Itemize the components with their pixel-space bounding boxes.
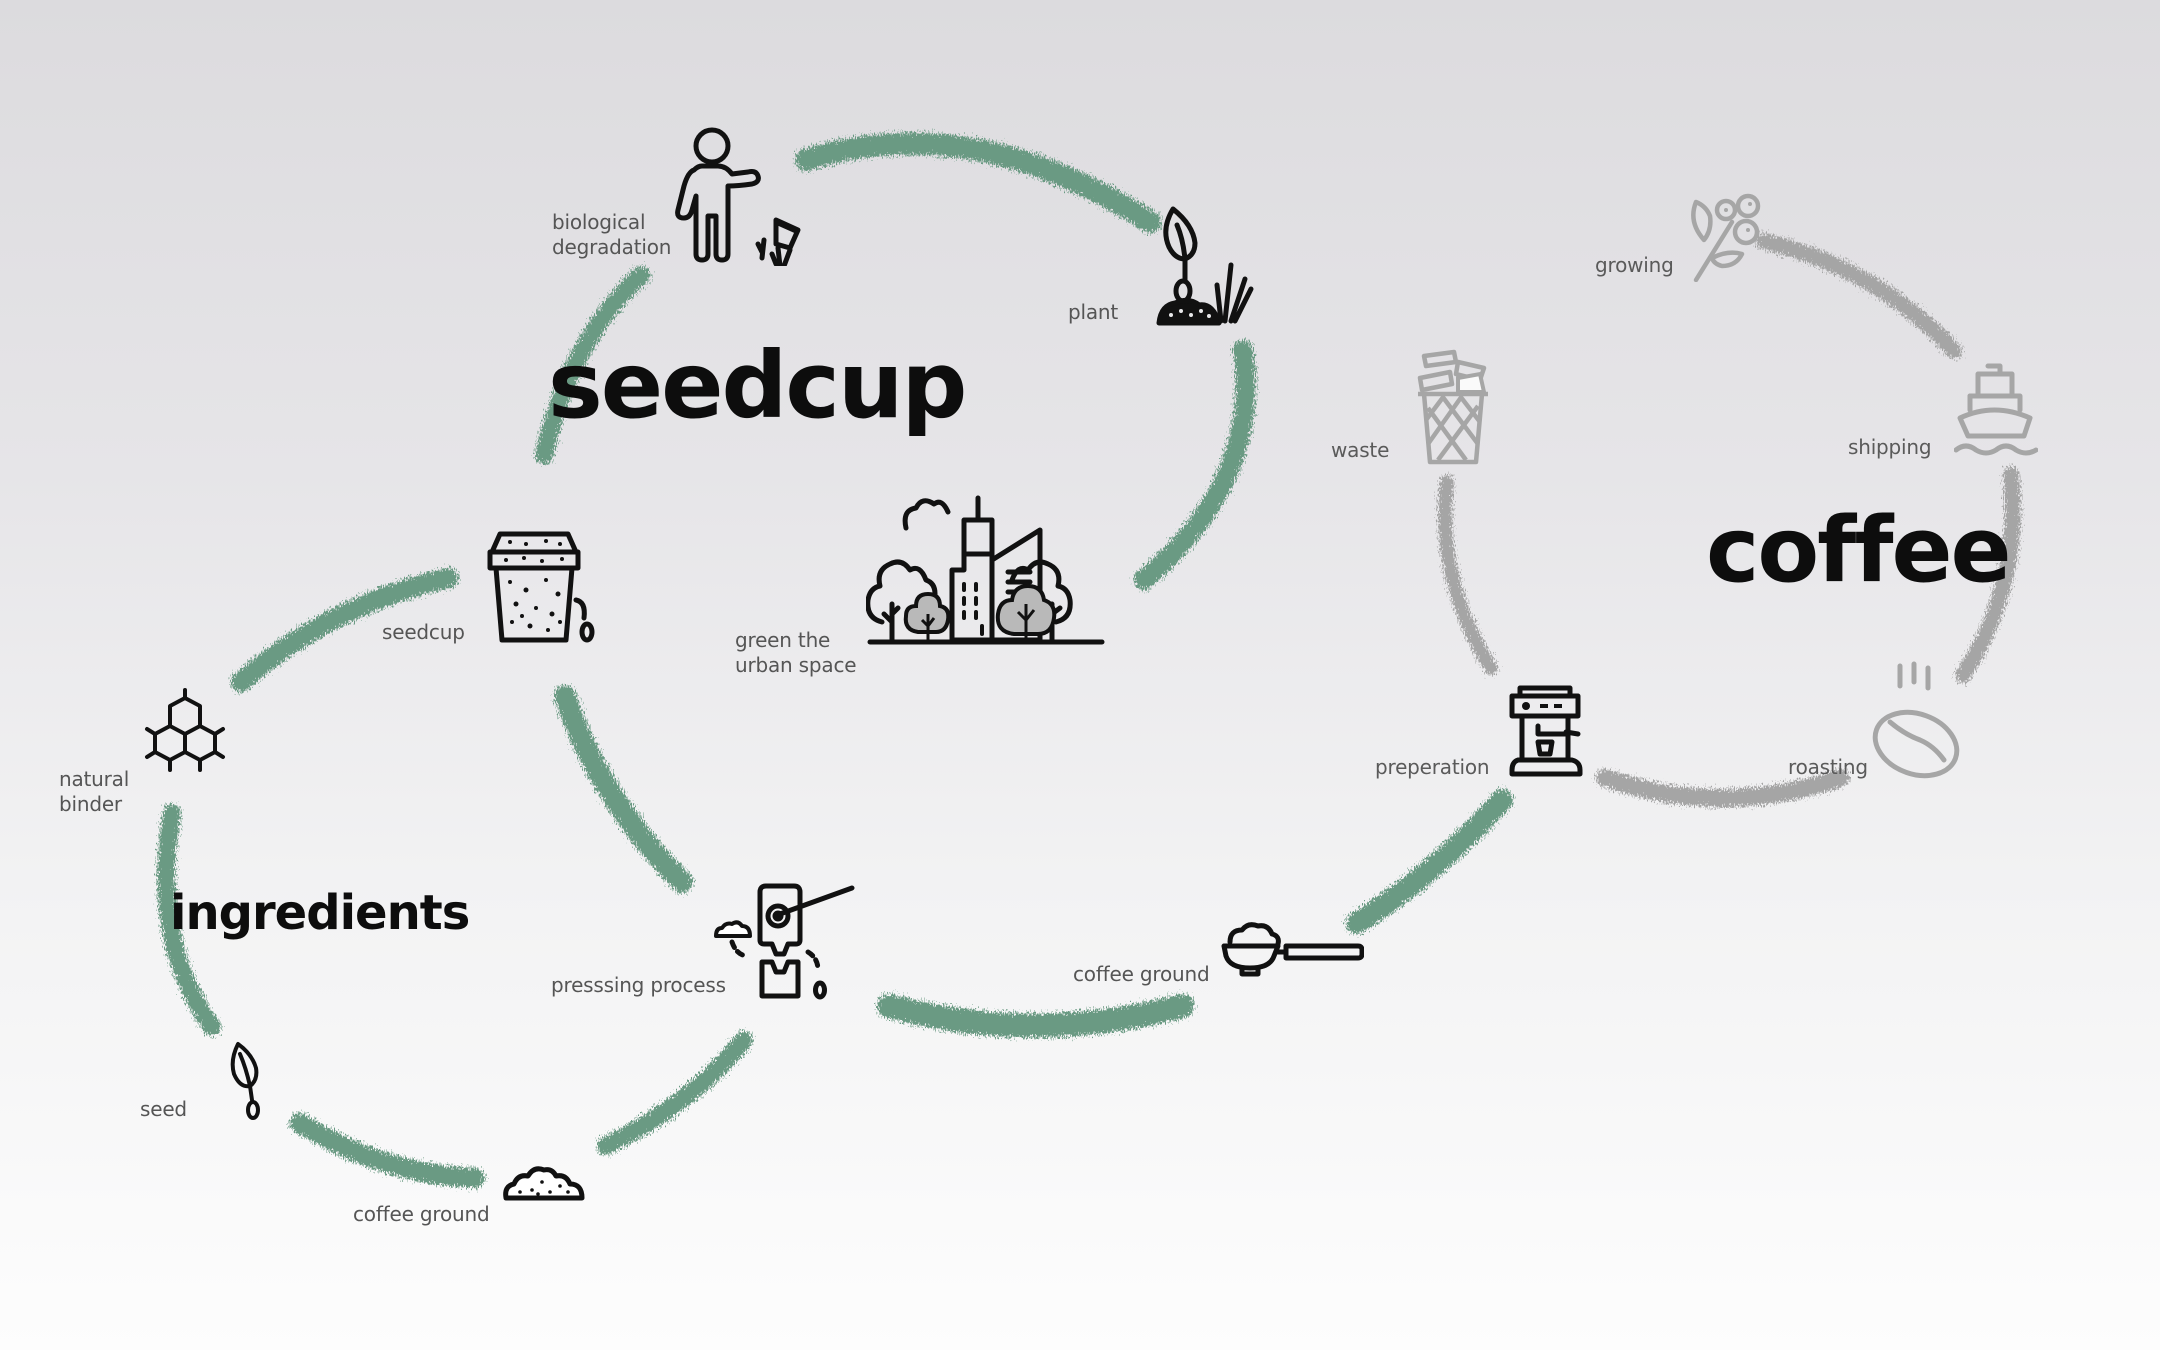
stroke-binder-to-seedcup: [231, 568, 458, 692]
stroke-waste-to-prep: [1438, 475, 1498, 675]
stroke-ground-to-seed: [290, 1113, 485, 1188]
stroke-ground-to-press: [877, 994, 1194, 1038]
roasted-bean-icon: [1872, 661, 1960, 779]
stroke-roasting-to-prep: [1596, 769, 1849, 807]
title-ingredients: ingredients: [170, 885, 470, 941]
trash-bin-icon: [1417, 349, 1488, 465]
press-machine-icon: [714, 883, 855, 1000]
label-coffee-ground-used: coffee ground: [1073, 962, 1210, 986]
seed-cup-icon: [487, 531, 595, 643]
stroke-press-to-ground: [597, 1031, 753, 1155]
title-coffee: coffee: [1706, 498, 2012, 603]
stroke-prep-to-ground: [1346, 789, 1513, 934]
label-growing: growing: [1595, 253, 1674, 277]
label-shipping: shipping: [1848, 435, 1932, 459]
label-coffee-ground-ingredient: coffee ground: [353, 1202, 490, 1226]
label-pressing-process: presssing process: [551, 973, 726, 997]
label-waste: waste: [1331, 438, 1390, 462]
label-preperation: preperation: [1375, 755, 1490, 779]
stroke-seed-to-binder: [157, 804, 221, 1036]
label-seedcup: seedcup: [382, 620, 465, 644]
portafilter-icon: [1221, 922, 1364, 977]
stroke-growing-to-shipping: [1756, 233, 1962, 359]
label-plant: plant: [1068, 300, 1119, 324]
label-roasting: roasting: [1788, 755, 1868, 779]
label-natural-binder: natural binder: [59, 767, 130, 816]
sprouting-plant-icon: [1156, 206, 1254, 326]
stroke-seedcup-to-press: [554, 685, 693, 893]
label-seed: seed: [140, 1097, 187, 1121]
title-seedcup: seedcup: [548, 332, 967, 439]
person-disposing-cup-icon: [675, 127, 801, 266]
label-green-the-urban-space: green the urban space: [735, 628, 857, 677]
stroke-seedcup-to-degradation: [535, 266, 650, 464]
coffee-plant-icon: [1691, 193, 1761, 282]
seed-leaf-icon: [230, 1042, 260, 1120]
stroke-shipping-to-roasting: [1955, 467, 2021, 683]
espresso-machine-icon: [1509, 685, 1583, 777]
city-with-trees-icon: [866, 495, 1105, 645]
ship-icon: [1954, 363, 2038, 456]
coffee-ground-pile-icon: [503, 1166, 585, 1201]
stroke-degradation-to-plant: [795, 132, 1161, 233]
label-biological-degradation: biological degradation: [552, 210, 672, 259]
stroke-plant-to-urban: [1134, 340, 1256, 590]
molecule-hexagon-icon: [145, 688, 225, 772]
